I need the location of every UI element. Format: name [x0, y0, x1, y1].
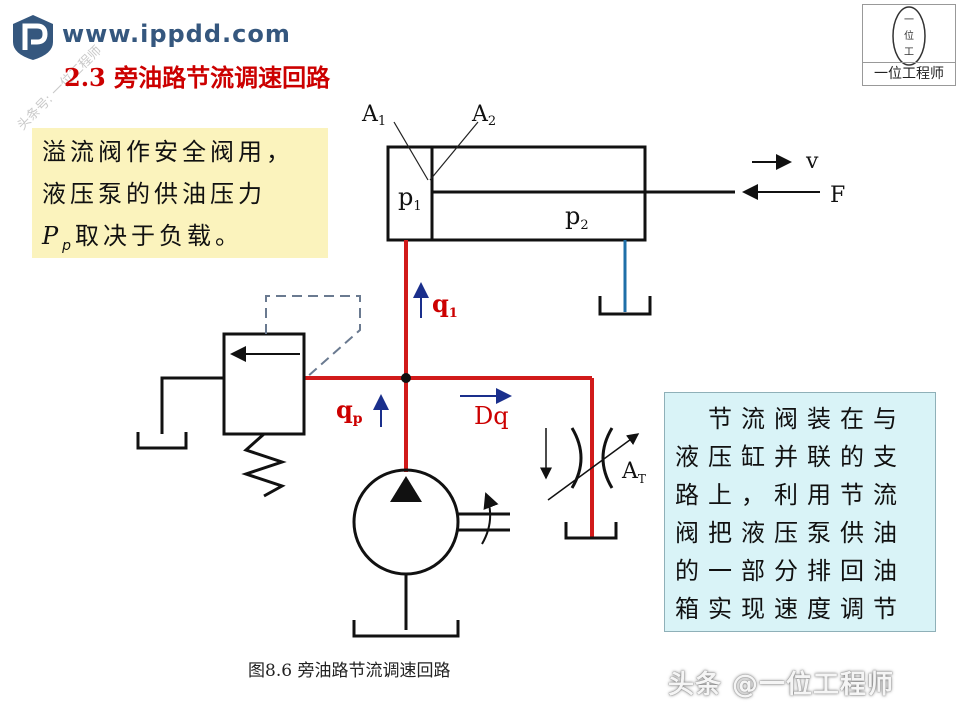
right-note-line-5: 的一部分排回油: [675, 557, 906, 585]
label-v: v: [805, 149, 819, 174]
right-note-line-1: 节流阀装在与: [675, 405, 906, 433]
label-dq: Dq: [474, 402, 509, 430]
oil-lines: [304, 240, 594, 538]
label-at: AT: [621, 459, 646, 486]
left-note-tail: 取决于负载。: [75, 222, 244, 250]
bottom-watermark: 头条 @一位工程师: [668, 670, 895, 700]
left-note-symbol: P: [42, 222, 63, 250]
seal-icon: 一 位 工: [892, 6, 926, 66]
hydraulic-cylinder: [386, 145, 735, 242]
throttle-valve-icon: [540, 427, 640, 501]
right-note-line-4: 阀把液压泵供油: [675, 519, 906, 547]
label-p1: p1: [398, 183, 422, 214]
left-note-subscript: p: [62, 237, 76, 254]
right-note-box: 节流阀装在与 液压缸并联的支 路上，利用节流 阀把液压泵供油 的一部分排回油 箱…: [664, 392, 936, 632]
figure-caption: 图8.6 旁油路节流调速回路: [248, 661, 451, 681]
left-note-line-2: 液压泵的供油压力: [42, 180, 266, 208]
tank-icon: [598, 296, 652, 316]
label-f: F: [830, 183, 845, 208]
label-q1: q1: [432, 289, 458, 321]
brand-seal: 一 位 工 一位工程师: [862, 4, 956, 86]
left-note-box: 溢流阀作安全阀用， 液压泵的供油压力 Pp取决于负载。: [32, 128, 328, 258]
throttle-tank-icon: [564, 522, 618, 540]
logo-icon: [13, 15, 53, 60]
a2-leader: [429, 121, 479, 181]
relief-valve-icon: [136, 295, 361, 498]
svg-text:工: 工: [904, 47, 914, 58]
left-note-line-3: Pp取决于负载。: [42, 216, 243, 254]
right-note-line-2: 液压缸并联的支: [675, 443, 906, 471]
right-note-line-6: 箱实现速度调节: [675, 595, 906, 623]
section-title: 2.3 旁油路节流调速回路: [64, 63, 331, 92]
right-note-line-3: 路上，利用节流: [675, 481, 906, 509]
junction-dot: [401, 373, 411, 383]
label-a2: A2: [471, 102, 496, 129]
label-a1: A1: [361, 102, 386, 129]
a1-leader: [393, 121, 429, 181]
svg-text:位: 位: [904, 29, 914, 42]
pump-icon: [352, 468, 510, 638]
label-qp: qp: [336, 395, 363, 427]
brand-label: 一位工程师: [863, 62, 955, 83]
svg-text:一: 一: [904, 15, 914, 26]
left-note-line-1: 溢流阀作安全阀用，: [42, 138, 294, 166]
site-url: www.ippdd.com: [62, 20, 291, 48]
label-p2: p2: [565, 202, 589, 233]
